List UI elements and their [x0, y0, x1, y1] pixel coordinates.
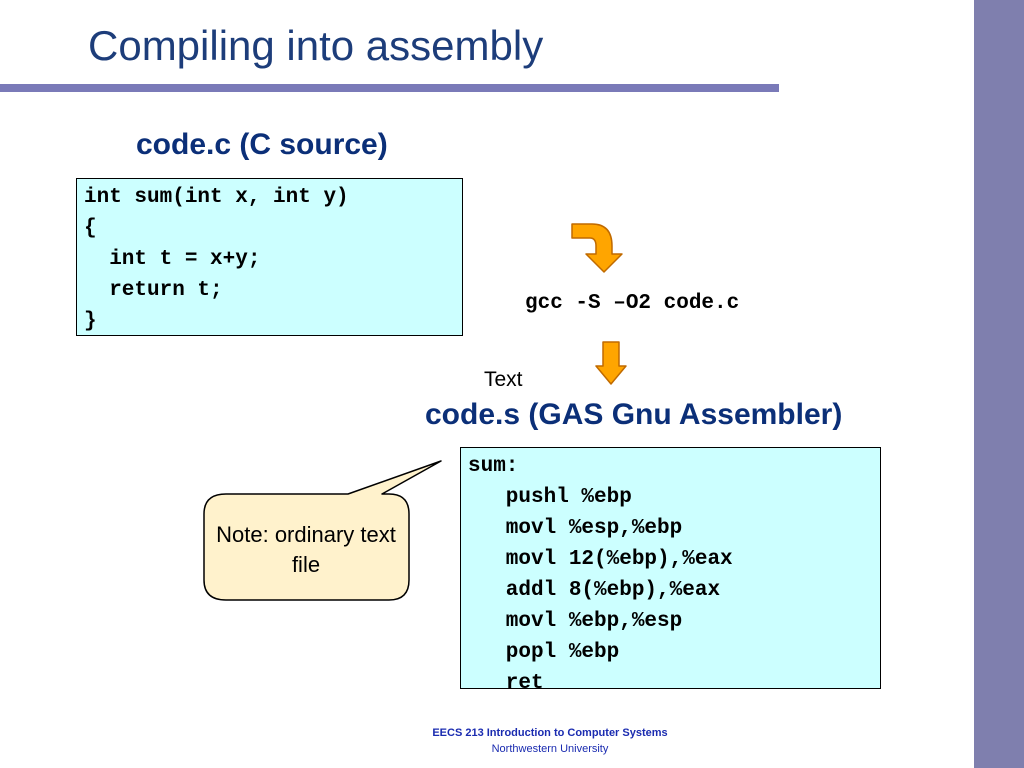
- code-line: addl 8(%ebp),%eax: [468, 579, 721, 602]
- code-line: int sum(int x, int y): [84, 186, 349, 209]
- code-line: popl %ebp: [468, 641, 620, 664]
- assembly-code-block: sum: pushl %ebp movl %esp,%ebp movl 12(%…: [460, 447, 881, 695]
- code-line: movl 12(%ebp),%eax: [468, 548, 733, 571]
- c-code-block: int sum(int x, int y) { int t = x+y; ret…: [76, 178, 463, 336]
- code-line: ret: [468, 672, 544, 695]
- down-arrow-icon: [595, 341, 627, 385]
- text-label: Text: [484, 368, 523, 391]
- code-line: movl %ebp,%esp: [468, 610, 683, 633]
- footer-school: Northwestern University: [491, 743, 609, 755]
- c-source-heading: code.c (C source): [136, 128, 388, 161]
- footer-course: EECS 213 Introduction to Computer System…: [432, 727, 668, 739]
- assembly-heading: code.s (GAS Gnu Assembler): [425, 398, 843, 431]
- slide-side-bar: [974, 0, 1024, 768]
- compile-command: gcc -S –O2 code.c: [525, 292, 740, 315]
- title-underline: [0, 84, 779, 92]
- slide-title: Compiling into assembly: [88, 22, 544, 69]
- code-line: {: [84, 217, 97, 240]
- code-line: }: [84, 310, 97, 333]
- code-line: int t = x+y;: [84, 248, 261, 271]
- callout-note: Note: ordinary text file: [216, 522, 396, 577]
- code-line: sum:: [468, 455, 519, 478]
- curved-down-arrow-icon: [571, 223, 623, 273]
- code-line: pushl %ebp: [468, 486, 632, 509]
- code-line: movl %esp,%ebp: [468, 517, 683, 540]
- code-line: return t;: [84, 279, 223, 302]
